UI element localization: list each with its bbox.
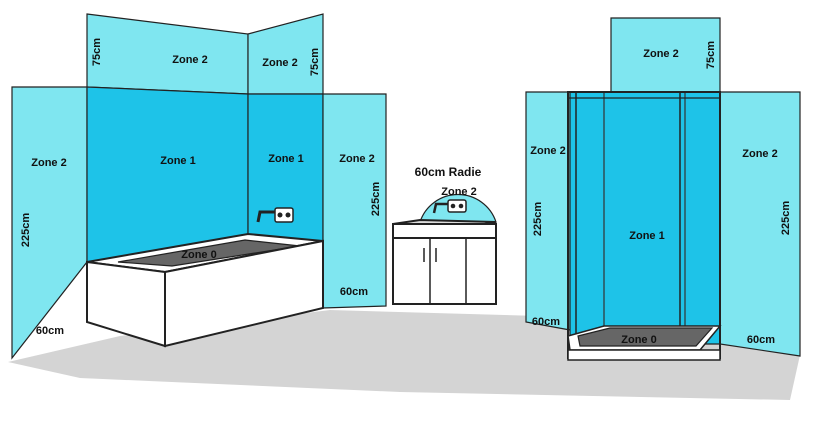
label-bath-top-right-zone2: Zone 2	[262, 57, 297, 69]
shower-enclosure	[567, 91, 722, 361]
shower-zone0-tray	[577, 327, 714, 347]
label-shower-top-dim: 75cm	[705, 41, 717, 69]
label-shower-right-width: 60cm	[747, 334, 775, 346]
basin-tap	[432, 199, 467, 214]
zone2-top-left-panel	[86, 13, 249, 95]
label-bath-top-left-dim: 75cm	[91, 38, 103, 66]
label-bath-left-width: 60cm	[36, 325, 64, 337]
label-shower-left-height: 225cm	[532, 202, 544, 236]
label-shower-left-width: 60cm	[532, 316, 560, 328]
label-bath-corner-zone1: Zone 1	[268, 153, 303, 165]
label-bath-right-zone2: Zone 2	[339, 153, 374, 165]
label-bath-left-zone2: Zone 2	[31, 157, 66, 169]
label-shower-top-zone2: Zone 2	[643, 48, 678, 60]
label-bath-right-width: 60cm	[340, 286, 368, 298]
label-shower-left-zone2: Zone 2	[530, 145, 565, 157]
label-bath-zone1: Zone 1	[160, 155, 195, 167]
zone2-right-wall-panel	[322, 93, 387, 309]
label-bath-zone0: Zone 0	[181, 249, 216, 261]
label-shower-zone0: Zone 0	[621, 334, 656, 346]
label-basin-zone2: Zone 2	[441, 186, 476, 198]
bathtub	[86, 232, 324, 348]
label-bath-left-height: 225cm	[20, 213, 32, 247]
vanity-unit	[392, 218, 497, 305]
label-basin-radius: 60cm Radie	[415, 165, 482, 179]
label-shower-zone1: Zone 1	[629, 230, 664, 242]
label-shower-right-height: 225cm	[780, 201, 792, 235]
label-shower-right-zone2: Zone 2	[742, 148, 777, 160]
label-bath-right-height: 225cm	[370, 182, 382, 216]
label-bath-top-left-zone2: Zone 2	[172, 54, 207, 66]
bath-tap	[256, 207, 294, 223]
zone1-back-wall-panel	[86, 86, 249, 263]
shower-zone1-panel	[569, 91, 721, 345]
label-bath-top-right-dim: 75cm	[309, 48, 321, 76]
